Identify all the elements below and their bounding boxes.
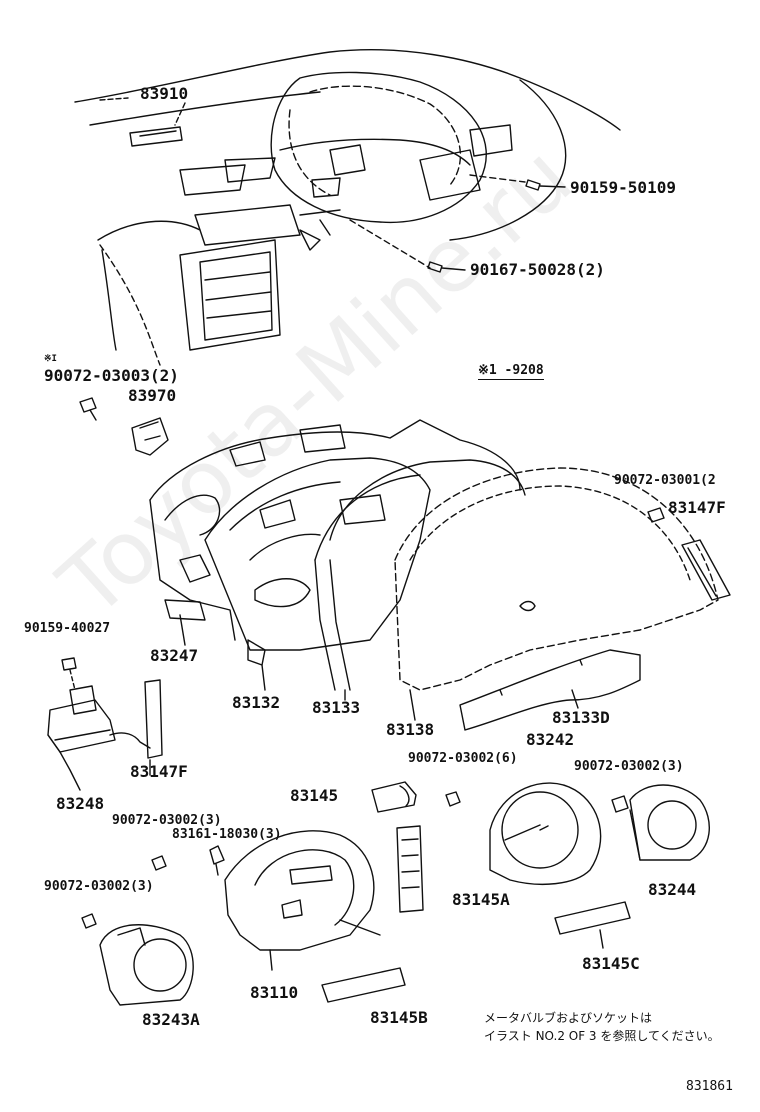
label-83970: 83970	[128, 386, 177, 405]
figure-id: 831861	[686, 1079, 733, 1094]
plate-83145C	[554, 901, 631, 949]
plate-83145A	[396, 825, 424, 913]
dashboard-outline	[74, 49, 621, 366]
screw-90072-03002-3a	[611, 795, 629, 813]
bulb-socket-83145	[371, 781, 417, 813]
label-83145: 83145	[290, 786, 339, 805]
label-83138: 83138	[386, 720, 435, 739]
label-90072-03002-3b: 90072-03002(3)	[112, 813, 222, 828]
label-90072-03001: 90072-03001(2	[614, 473, 716, 488]
note-line-1: メータバルブおよびソケットは	[484, 1011, 653, 1025]
sensor-83248	[47, 685, 151, 791]
cluster-lens-83138	[394, 467, 719, 721]
connector-83970	[131, 417, 169, 456]
label-83910: 83910	[140, 84, 189, 103]
plate-83145B	[321, 967, 406, 1003]
label-83110: 83110	[250, 983, 299, 1002]
speedometer-83110	[224, 830, 381, 971]
label-83132: 83132	[232, 693, 281, 712]
label-83243A: 83243A	[142, 1010, 200, 1029]
label-ref-mark: ※I	[44, 354, 57, 364]
trim-83133D	[459, 649, 641, 731]
screw-83161-18030	[209, 845, 225, 876]
cluster-housing-83247	[149, 419, 521, 646]
label-90072-03002-3c: 90072-03002(3)	[44, 879, 154, 894]
cluster-ring-83133	[314, 459, 526, 701]
label-83145B: 83145B	[370, 1008, 428, 1027]
label-90159-50109: 90159-50109	[570, 178, 676, 197]
tachometer-83242	[489, 782, 602, 885]
label-83145A: 83145A	[452, 890, 510, 909]
label-83248: 83248	[56, 794, 105, 813]
screw-90159-40027	[61, 657, 77, 691]
gauge-83244	[629, 784, 710, 861]
screw-90072-03003	[79, 397, 97, 421]
label-83133: 83133	[312, 698, 361, 717]
note-line-2: イラスト NO.2 OF 3 を参照してください。	[484, 1029, 720, 1043]
screw-90072-03002-6	[445, 791, 461, 807]
label-83147F-left: 83147F	[130, 762, 188, 781]
label-83244: 83244	[648, 880, 697, 899]
screw-90072-03001	[647, 507, 665, 523]
screw-90167-50028	[427, 261, 466, 273]
label-90159-40027: 90159-40027	[24, 621, 111, 636]
label-83161-18030: 83161-18030(3)	[172, 827, 282, 842]
label-90167-50028: 90167-50028(2)	[470, 260, 605, 279]
trim-83147F-right	[681, 539, 731, 601]
cluster-frame-83132	[204, 457, 431, 691]
label-83147F-right: 83147F	[668, 498, 726, 517]
screw-90159-50109	[525, 179, 566, 191]
trim-83147F-left	[144, 679, 163, 776]
label-83133D: 83133D	[552, 708, 610, 727]
label-90072-03002-3a: 90072-03002(3)	[574, 759, 684, 774]
label-83242: 83242	[526, 730, 575, 749]
screw-90072-03002-3b	[151, 855, 167, 871]
label-90072-03003: 90072-03003(2)	[44, 366, 179, 385]
label-90072-03002-6: 90072-03002(6)	[408, 751, 518, 766]
label-range-note: ※1 -9208	[478, 363, 544, 380]
screw-90072-03002-3c	[81, 913, 97, 929]
label-83145C: 83145C	[582, 954, 640, 973]
label-83247: 83247	[150, 646, 199, 665]
gauge-83243A	[99, 924, 194, 1006]
